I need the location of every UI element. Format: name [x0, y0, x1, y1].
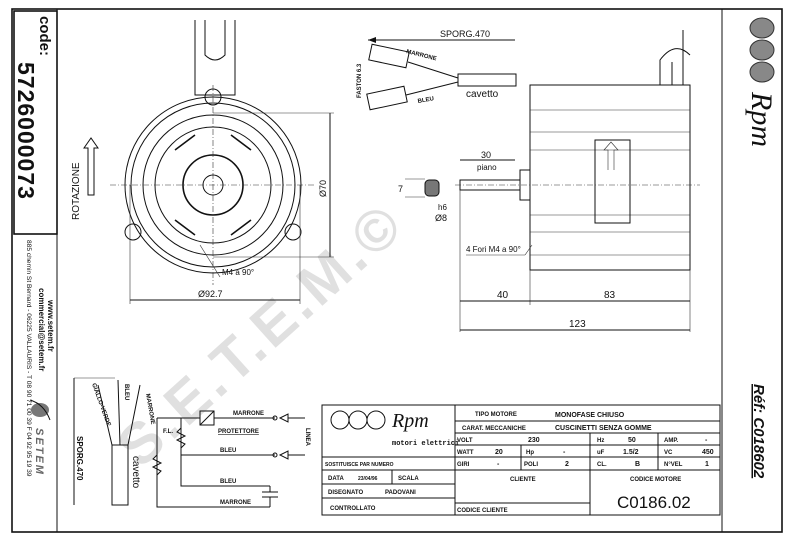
cable-label: cavetto	[466, 89, 499, 100]
poli-label: POLI	[524, 462, 538, 468]
data-value: 23/04/96	[358, 476, 378, 482]
wire-brown-label: MARRONE	[144, 393, 155, 425]
body-length-dim: 83	[604, 290, 616, 301]
schematic-wire-1: MARRONE	[233, 411, 264, 417]
codice-motore-label: CODICE MOTORE	[630, 477, 681, 483]
wire-ground-label: GIALLO-VERDE	[90, 383, 111, 428]
hp-label: Hp	[526, 450, 534, 456]
protector-label: PROTETTORE	[218, 429, 259, 435]
schematic-wire-4: MARRONE	[220, 500, 251, 506]
controllato-label: CONTROLLATO	[330, 506, 376, 512]
side-view: 30 piano 7 h6 Ø8 4 Fori M4 a 90° 40 83 1…	[398, 30, 700, 332]
cable-detail: SPORG.470 FASTON 6.3 MARRONE BLEU cavett…	[357, 29, 517, 111]
flat-length-dim: 30	[481, 150, 491, 160]
nvel-label: N°VEL	[664, 462, 683, 468]
website-link[interactable]: www.setem.fr	[46, 299, 55, 352]
scala-label: SCALA	[398, 476, 419, 482]
wiring-cable-label: cavetto	[130, 456, 141, 489]
watt-value: 20	[495, 449, 503, 456]
watt-label: WATT	[457, 450, 474, 456]
logo-subtitle: motori elettrici	[392, 440, 459, 448]
schematic-wire-3: BLEU	[220, 479, 236, 485]
nvel-value: 1	[705, 461, 709, 468]
rpm-brand: Rpm	[745, 91, 778, 147]
code-label: code:	[36, 16, 53, 56]
code-value: 5726000073	[13, 62, 39, 200]
rpm-coil-logo	[749, 17, 775, 83]
hz-label: Hz	[597, 438, 604, 444]
front-view: ROTAZIONE Ø92.7 Ø70 M4 a 90°	[71, 20, 334, 304]
flat-label: piano	[477, 163, 497, 172]
wiring-cable-length: SPORG.470	[75, 436, 84, 481]
title-block: Rpm motori elettrici TIPO MOTORE MONOFAS…	[321, 404, 721, 516]
rpm-logo: Rpm motori elettrici	[330, 410, 459, 448]
holes-label: M4 a 90°	[222, 268, 254, 277]
outer-diameter-dim: Ø92.7	[198, 289, 223, 299]
carat-value: CUSCINETTI SENZA GOMME	[555, 425, 652, 432]
mount-holes-label: 4 Fori M4 a 90°	[466, 245, 521, 254]
shaft-length-dim: 40	[497, 290, 509, 301]
watermark: S.E.T.E.M.©	[105, 190, 417, 480]
address-text: 885 chemin St Bernard - 06225 VALLAURIS …	[25, 240, 32, 477]
wiring-diagram: SPORG.470 GIALLO-VERDE BLEU MARRONE cave…	[73, 377, 310, 508]
wire-blue-label: BLEU	[123, 384, 129, 400]
setem-logo: SETEM	[29, 399, 51, 476]
wire-bleu-label: BLEU	[417, 96, 434, 105]
shaft-diameter-dim: Ø8	[435, 213, 447, 223]
hz-value: 50	[628, 437, 636, 444]
faston-label: FASTON 6.3	[357, 63, 363, 98]
codice-motore-value: C0186.02	[617, 493, 691, 512]
amp-value: -	[705, 437, 708, 444]
vc-value: 450	[702, 449, 714, 456]
email-link[interactable]: commercial@setem.fr	[37, 288, 46, 371]
uf-label: uF	[597, 450, 605, 456]
drawing-frame	[11, 8, 783, 533]
right-strip: Rpm Réf: C018602	[745, 17, 778, 479]
tipo-motore-value: MONOFASE CHIUSO	[555, 412, 625, 419]
inner-diameter-dim: Ø70	[318, 180, 328, 197]
codice-cliente-label: CODICE CLIENTE	[457, 508, 508, 514]
rotation-label: ROTAZIONE	[71, 162, 82, 220]
total-length-dim: 123	[569, 319, 586, 330]
uf-value: 1.5/2	[623, 449, 639, 456]
cliente-label: CLIENTE	[510, 477, 536, 483]
flat-depth-dim: 7	[398, 184, 403, 194]
poli-value: 2	[565, 461, 569, 468]
schematic-wire-2: BLEU	[220, 448, 236, 454]
cable-length-label: SPORG.470	[440, 29, 490, 39]
cl-value: B	[635, 461, 640, 468]
left-strip: code: 5726000073 www.setem.fr commercial…	[13, 16, 55, 477]
tolerance-label: h6	[438, 203, 447, 212]
amp-label: AMP.	[664, 438, 679, 444]
vc-label: VC	[664, 450, 673, 456]
volt-label: VOLT	[457, 438, 473, 444]
carat-label: CARAT. MECCANICHE	[462, 426, 526, 432]
giri-label: GIRI	[457, 462, 470, 468]
disegnato-value: PADOVANI	[385, 490, 416, 496]
giri-value: -	[497, 461, 500, 468]
tipo-motore-label: TIPO MOTORE	[475, 412, 517, 418]
logo-brand: Rpm	[391, 410, 429, 432]
fl-label: F.L.	[163, 429, 173, 435]
wire-marrone-label: MARRONE	[406, 49, 438, 62]
volt-value: 230	[528, 437, 540, 444]
disegnato-label: DISEGNATO	[328, 490, 363, 496]
line-label: LINEA	[304, 428, 310, 447]
sostituisce-label: SOSTITUISCE PAR NUMERO	[325, 462, 394, 468]
hp-value: -	[563, 449, 566, 456]
data-label: DATA	[328, 476, 344, 482]
cl-label: CL.	[597, 462, 607, 468]
setem-logo-text: SETEM	[33, 428, 45, 476]
reference-code: Réf: C018602	[750, 384, 767, 479]
